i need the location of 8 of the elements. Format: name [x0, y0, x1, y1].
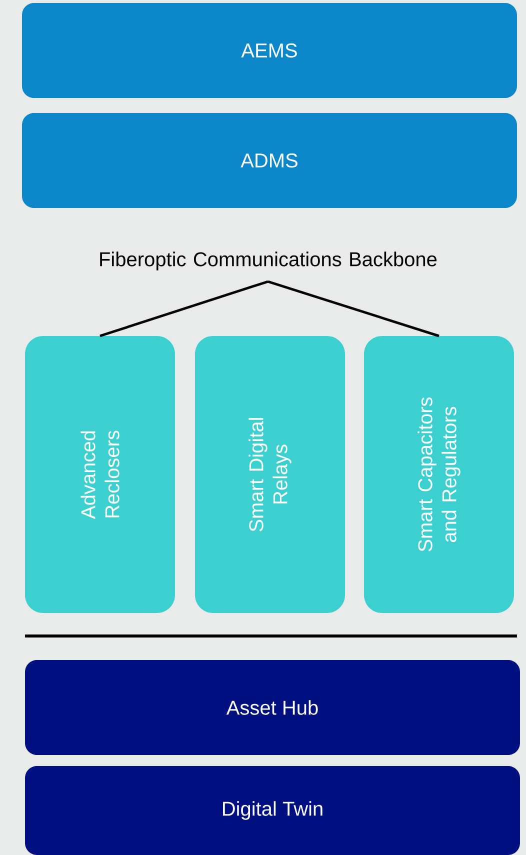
process-box: AEMS — [22, 3, 517, 98]
device-label: Advanced Reclosers — [80, 430, 120, 519]
device-label: Smart Capacitors and Regulators — [418, 397, 460, 552]
backbone-label: Fiberoptic Communications Backbone — [100, 252, 437, 270]
process-box: Digital Twin — [25, 766, 520, 855]
device-label: Smart Digital Relays — [248, 418, 292, 532]
process-box: ADMS — [22, 113, 517, 208]
process-box: Asset Hub — [25, 660, 520, 755]
